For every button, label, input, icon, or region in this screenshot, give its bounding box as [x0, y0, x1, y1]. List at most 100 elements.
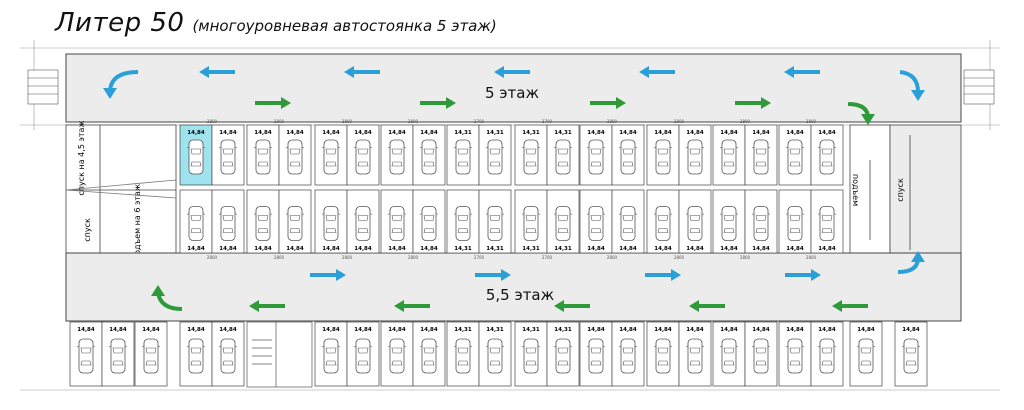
turn-arrow-icon [103, 70, 139, 99]
parking-spot: 14,31 [478, 124, 512, 186]
parking-spot: 14,84 [69, 321, 103, 387]
svg-text:2800: 2800 [342, 255, 353, 260]
plan-title: Литер 50 (многоуровневая автостоянка 5 э… [55, 8, 497, 42]
parking-spot: 14,84 [849, 321, 883, 387]
svg-text:2800: 2800 [408, 255, 419, 260]
svg-text:14,84: 14,84 [786, 246, 804, 252]
svg-text:14,84: 14,84 [818, 130, 836, 136]
svg-text:14,31: 14,31 [522, 130, 540, 136]
svg-text:14,84: 14,84 [818, 327, 836, 333]
parking-spot: 14,84 [810, 189, 844, 254]
parking-spot: 14,31 [546, 124, 580, 186]
svg-text:2800: 2800 [408, 119, 419, 124]
parking-spot: 14,84 [179, 321, 213, 387]
svg-text:14,84: 14,84 [619, 246, 637, 252]
svg-text:14,31: 14,31 [486, 246, 504, 252]
svg-text:2800: 2800 [674, 119, 685, 124]
turn-arrow-icon [847, 102, 875, 125]
svg-text:14,84: 14,84 [354, 246, 372, 252]
svg-text:14,84: 14,84 [720, 246, 738, 252]
parking-spot: 14,84 [778, 189, 812, 254]
parking-spot: 14,84 [579, 321, 613, 387]
arrow-right-icon [255, 97, 291, 109]
parking-spot: 14,84 [744, 189, 778, 254]
arrow-left-icon [249, 300, 285, 312]
parking-spot: 14,84 [678, 124, 712, 186]
parking-spot: 14,84 [611, 321, 645, 387]
parking-spot: 14,84 [611, 124, 645, 186]
svg-text:14,84: 14,84 [619, 130, 637, 136]
svg-text:14,84: 14,84 [254, 130, 272, 136]
parking-spot: 14,84 [380, 321, 414, 387]
svg-text:14,84: 14,84 [354, 327, 372, 333]
svg-text:14,84: 14,84 [752, 130, 770, 136]
svg-text:14,84: 14,84 [354, 130, 372, 136]
svg-text:14,84: 14,84 [219, 246, 237, 252]
parking-spot: 14,31 [514, 124, 548, 186]
arrow-right-icon [735, 97, 771, 109]
floor-label-lower: 5,5 этаж [486, 286, 554, 304]
parking-spot: 14,84 [346, 189, 380, 254]
svg-text:14,84: 14,84 [388, 246, 406, 252]
svg-text:14,84: 14,84 [388, 327, 406, 333]
svg-text:14,84: 14,84 [752, 327, 770, 333]
arrow-right-icon [590, 97, 626, 109]
svg-text:14,31: 14,31 [554, 327, 572, 333]
parking-spot: 14,84 [314, 189, 348, 254]
parking-spot: 14,84 [412, 124, 446, 186]
svg-text:14,84: 14,84 [286, 246, 304, 252]
right-ramp-block [849, 124, 962, 254]
parking-spot: 14,84 [579, 189, 613, 254]
arrow-left-icon [199, 66, 235, 78]
parking-spot: 14,84 [380, 124, 414, 186]
svg-text:14,31: 14,31 [486, 130, 504, 136]
lower-aisle [65, 252, 962, 322]
traffic-arrows [103, 66, 925, 312]
ramp-label-up: подъем [851, 174, 860, 206]
floor-label-upper: 5 этаж [485, 84, 539, 102]
svg-text:14,84: 14,84 [219, 130, 237, 136]
arrow-left-icon [554, 300, 590, 312]
arrow-right-icon [785, 269, 821, 281]
svg-text:14,84: 14,84 [752, 246, 770, 252]
svg-text:14,31: 14,31 [554, 246, 572, 252]
svg-text:14,84: 14,84 [587, 130, 605, 136]
parking-spot: 14,84 [346, 321, 380, 387]
parking-spot: 14,31 [446, 124, 480, 186]
svg-text:14,84: 14,84 [109, 327, 127, 333]
parking-spot: 14,84 [278, 189, 312, 254]
svg-text:14,84: 14,84 [857, 327, 875, 333]
svg-text:2800: 2800 [207, 255, 218, 260]
svg-text:14,84: 14,84 [686, 246, 704, 252]
parking-spot: 14,84 [744, 321, 778, 387]
parking-spot: 14,84 [810, 124, 844, 186]
parking-spot: 14,84 [778, 124, 812, 186]
svg-text:14,84: 14,84 [420, 327, 438, 333]
svg-text:14,84: 14,84 [786, 130, 804, 136]
parking-spot: 14,84 [179, 124, 213, 186]
svg-text:14,84: 14,84 [420, 246, 438, 252]
ramp-label-up-6: подъем на 6 этаж [133, 184, 142, 260]
svg-text:14,84: 14,84 [686, 327, 704, 333]
parking-spot: 14,84 [246, 189, 280, 254]
parking-spot: 14,84 [412, 189, 446, 254]
svg-text:2800: 2800 [342, 119, 353, 124]
svg-text:2800: 2800 [274, 119, 285, 124]
svg-text:2800: 2800 [806, 119, 817, 124]
svg-text:14,31: 14,31 [454, 130, 472, 136]
svg-text:14,84: 14,84 [720, 130, 738, 136]
ramp-label-down-left: спуск [83, 218, 92, 242]
parking-spot: 14,84 [778, 321, 812, 387]
svg-text:14,84: 14,84 [654, 130, 672, 136]
svg-text:2800: 2800 [740, 255, 751, 260]
svg-text:14,84: 14,84 [322, 327, 340, 333]
parking-spot: 14,84 [894, 321, 928, 387]
parking-spot: 14,84 [314, 321, 348, 387]
arrow-right-icon [310, 269, 346, 281]
svg-text:14,31: 14,31 [522, 246, 540, 252]
parking-spot: 14,31 [478, 321, 512, 387]
parking-spot: 14,31 [478, 189, 512, 254]
